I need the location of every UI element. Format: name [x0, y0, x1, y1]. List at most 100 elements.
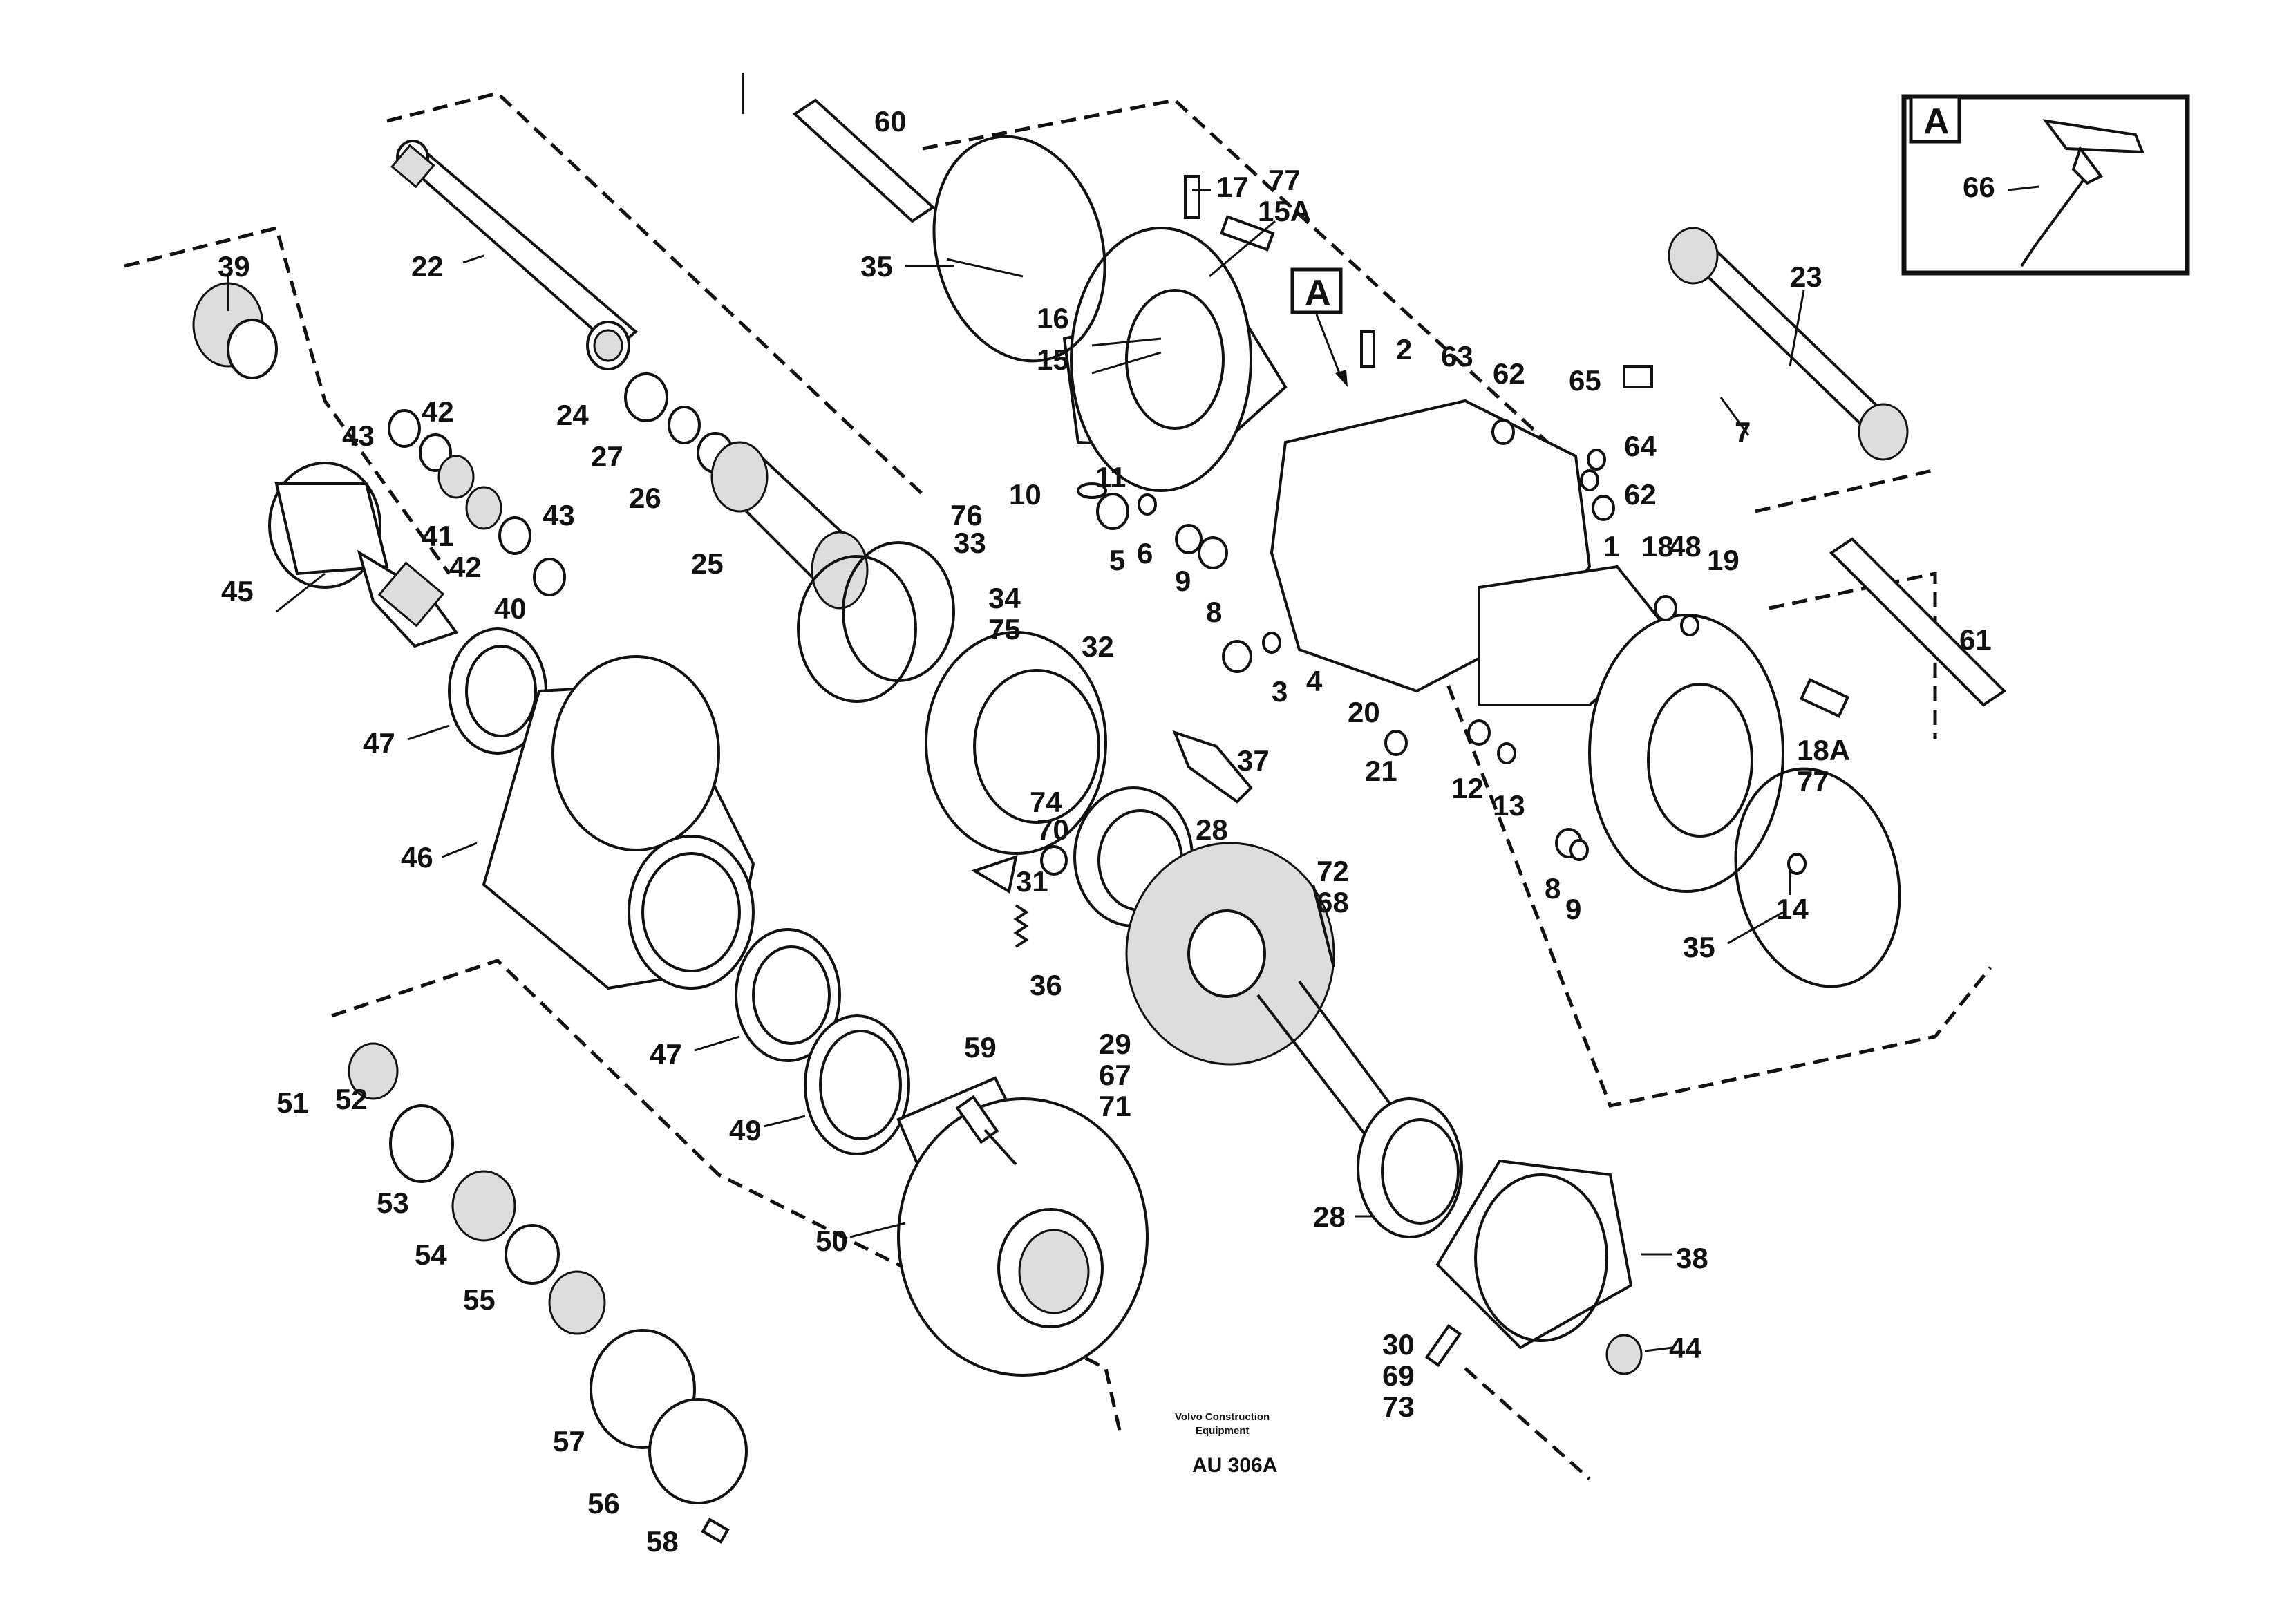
callout-42b: 42 — [449, 551, 482, 583]
callout-16: 16 — [1037, 302, 1069, 334]
parts — [192, 98, 2007, 1544]
callout-5: 5 — [1109, 544, 1125, 576]
piston-32 — [925, 631, 1107, 855]
flange-left — [1070, 227, 1252, 492]
outline-right-shaft — [1755, 468, 1936, 513]
callout-44: 44 — [1669, 1332, 1701, 1364]
callout-15: 15 — [1037, 343, 1069, 376]
callout-36: 36 — [1030, 969, 1062, 1001]
callout-41: 41 — [422, 520, 454, 552]
callout-67: 67 — [1099, 1059, 1131, 1091]
main-tag: A — [1305, 273, 1331, 313]
callout-37: 37 — [1237, 744, 1270, 777]
pin-60 — [792, 98, 936, 223]
washer-44 — [1605, 1334, 1643, 1375]
callout-30: 30 — [1382, 1328, 1415, 1361]
inset-detail-a: A — [1901, 94, 2190, 276]
callout-43b: 43 — [543, 499, 575, 531]
small-parts-40-43 — [388, 409, 566, 596]
callout-65: 65 — [1569, 364, 1601, 397]
callout-12: 12 — [1451, 772, 1484, 804]
callout-52: 52 — [335, 1083, 368, 1115]
tool-66 — [2020, 119, 2145, 267]
shaft-22 — [390, 140, 639, 370]
gear-39 — [192, 282, 278, 379]
hub-50 — [896, 1076, 1149, 1377]
callout-77b: 77 — [1797, 765, 1829, 797]
fittings — [1184, 175, 1850, 718]
callout-47a: 47 — [363, 727, 395, 759]
callout-11: 11 — [1095, 461, 1126, 493]
callout-21: 21 — [1365, 755, 1397, 787]
callout-24: 24 — [556, 399, 589, 431]
callout-70: 70 — [1037, 813, 1069, 846]
callout-72: 72 — [1317, 855, 1349, 887]
drawing-credit: Volvo Construction Equipment AU 306A — [1175, 1411, 1277, 1477]
callout-18a: 18A — [1797, 734, 1850, 766]
o-ring-35-left — [932, 135, 1106, 363]
callout-2: 2 — [1396, 333, 1412, 366]
callout-60: 60 — [874, 105, 907, 138]
outline-right-axle — [1464, 1367, 1591, 1480]
outline-shaft-group — [386, 91, 927, 499]
callout-39: 39 — [218, 250, 250, 283]
callout-73: 73 — [1382, 1390, 1415, 1423]
callout-55: 55 — [463, 1283, 496, 1316]
outline-brake-group — [1387, 531, 1992, 1108]
callout-77a: 77 — [1268, 164, 1301, 196]
callout-62a: 62 — [1493, 357, 1525, 390]
callout-9b: 9 — [1565, 893, 1581, 925]
callout-6: 6 — [1137, 537, 1153, 569]
shaft-25 — [624, 372, 869, 610]
outline-right-pins — [1769, 571, 1937, 739]
spindle-45 — [268, 462, 459, 648]
callout-51: 51 — [276, 1086, 309, 1119]
callout-10: 10 — [1009, 478, 1041, 511]
callout-64: 64 — [1624, 430, 1657, 462]
flange-right — [1588, 614, 1784, 893]
shaft-23 — [1668, 227, 1909, 461]
callout-25: 25 — [691, 547, 724, 580]
bearing-47-lower — [735, 928, 841, 1062]
callout-8a: 8 — [1206, 596, 1222, 628]
callout-45: 45 — [221, 575, 254, 607]
outline-spindle-group — [331, 959, 1122, 1431]
callout-57: 57 — [553, 1425, 585, 1457]
callout-59: 59 — [964, 1031, 997, 1064]
callout-76: 76 — [950, 499, 983, 531]
bolt-59 — [955, 1095, 1017, 1166]
main-tag-a: A — [1290, 267, 1348, 387]
bearing-28-lower — [1357, 1097, 1463, 1238]
callout-68: 68 — [1317, 886, 1349, 918]
callout-46: 46 — [401, 841, 433, 874]
callout-75: 75 — [988, 613, 1021, 645]
callout-53: 53 — [377, 1187, 409, 1219]
credit-line-1: Volvo Construction — [1175, 1411, 1270, 1423]
callout-31: 31 — [1016, 865, 1048, 898]
callout-56: 56 — [587, 1487, 620, 1520]
seal-49 — [804, 1014, 910, 1155]
drawing-number: AU 306A — [1192, 1454, 1277, 1477]
callout-54: 54 — [415, 1238, 447, 1271]
callout-35b: 35 — [1683, 931, 1715, 963]
callout-69: 69 — [1382, 1359, 1415, 1392]
group-outlines — [124, 91, 1992, 1480]
callout-43a: 43 — [342, 419, 375, 452]
callout-3: 3 — [1272, 675, 1288, 708]
callout-42a: 42 — [422, 395, 454, 428]
callout-48: 48 — [1669, 530, 1701, 563]
bolt-30 — [1424, 1323, 1462, 1368]
callout-9a: 9 — [1175, 565, 1191, 597]
callout-62b: 62 — [1624, 478, 1657, 511]
callout-34: 34 — [988, 582, 1021, 614]
callout-4: 4 — [1306, 665, 1323, 697]
parts-31-70 — [971, 845, 1068, 894]
callout-7: 7 — [1735, 416, 1751, 449]
callout-61: 61 — [1959, 623, 1992, 656]
leader-lines — [227, 73, 2039, 1352]
rings-33-34 — [797, 541, 955, 703]
callout-27: 27 — [591, 440, 623, 473]
callout-19: 19 — [1707, 544, 1740, 576]
callout-49: 49 — [729, 1114, 762, 1146]
